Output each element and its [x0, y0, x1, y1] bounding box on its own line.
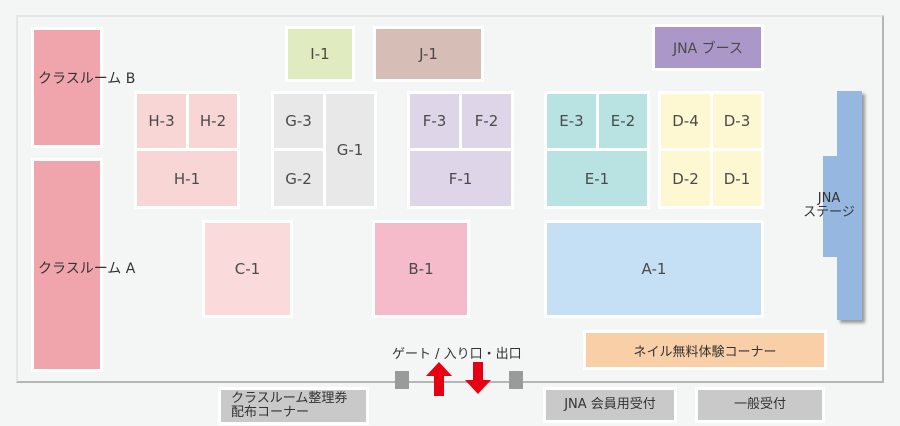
booth-f2[interactable]: F-2: [459, 91, 514, 151]
classroom-ticket-corner[interactable]: クラスルーム整理券 配布コーナー: [218, 387, 369, 425]
booth-g1[interactable]: G-1: [323, 91, 377, 209]
ticket-label-2: 配布コーナー: [231, 405, 310, 420]
booth-e3[interactable]: E-3: [544, 91, 599, 151]
booth-b1[interactable]: B-1: [372, 220, 470, 318]
booth-d4[interactable]: D-4: [658, 91, 713, 151]
booth-jna[interactable]: JNA ブース: [652, 24, 764, 71]
gate-post-right: [509, 371, 523, 389]
booth-d2[interactable]: D-2: [658, 148, 713, 209]
entrance-arrow-up-icon: [426, 362, 452, 396]
booth-e1[interactable]: E-1: [544, 148, 650, 209]
booth-d3[interactable]: D-3: [710, 91, 764, 151]
booth-d1[interactable]: D-1: [710, 148, 764, 209]
booth-h2[interactable]: H-2: [186, 91, 240, 151]
booth-h3[interactable]: H-3: [134, 91, 189, 151]
jna-member-reception[interactable]: JNA 会員用受付: [543, 387, 677, 423]
classroom-b-label: クラスルーム B: [38, 71, 136, 87]
nail-corner[interactable]: ネイル無料体験コーナー: [583, 330, 827, 370]
booth-h1[interactable]: H-1: [134, 148, 240, 209]
booth-a1[interactable]: A-1: [544, 220, 764, 318]
exit-arrow-down-icon: [465, 362, 491, 394]
gate-post-left: [395, 371, 409, 389]
booth-f1[interactable]: F-1: [407, 148, 514, 209]
ticket-label-1: クラスルーム整理券: [231, 391, 348, 406]
booth-g3[interactable]: G-3: [271, 91, 326, 151]
classroom-a-booth[interactable]: [31, 158, 103, 372]
booth-j1[interactable]: J-1: [373, 26, 484, 82]
booth-c1[interactable]: C-1: [202, 220, 293, 318]
booth-i1[interactable]: I-1: [285, 26, 355, 82]
classroom-a-label: クラスルーム A: [38, 261, 136, 277]
booth-e2[interactable]: E-2: [596, 91, 650, 151]
jna-stage-front: [823, 156, 843, 257]
jna-stage-label: JNA: [817, 191, 841, 206]
classroom-b-booth[interactable]: [31, 27, 103, 148]
jna-stage-label-2: ステージ: [803, 205, 855, 220]
general-reception[interactable]: 一般受付: [695, 387, 825, 423]
booth-f3[interactable]: F-3: [407, 91, 462, 151]
gate-label: ゲート / 入り口・出口: [392, 347, 522, 362]
booth-g2[interactable]: G-2: [271, 148, 326, 209]
